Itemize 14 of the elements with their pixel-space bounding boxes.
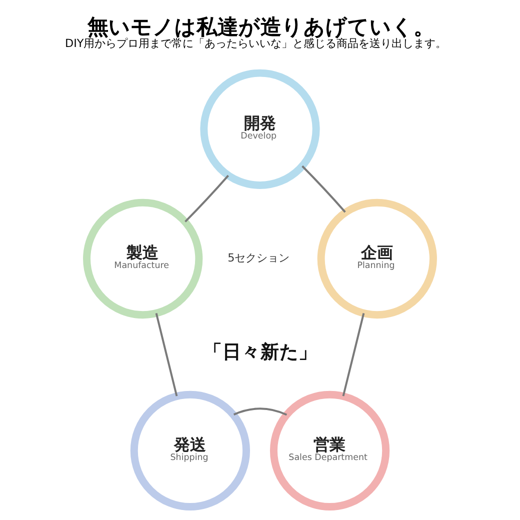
node-circle: 発送 Shipping: [130, 390, 250, 510]
label: 5セクション: [228, 251, 290, 264]
diagram-title: 無いモノは私達が造りあげていく。: [87, 14, 434, 39]
node-circle: 開発 Develop: [200, 69, 320, 189]
connector: [233, 408, 288, 416]
label: 「日々新た」: [203, 342, 318, 363]
node-circle: 営業 Sales Department: [270, 390, 390, 510]
connector: [184, 174, 229, 222]
connector: [342, 313, 365, 396]
connector: [302, 165, 346, 213]
node-circle: 企画 Planning: [317, 198, 437, 319]
connector: [155, 313, 178, 396]
caption: DIY用からプロ用まで常に「あったらいいな」と感じる商品を送り出します。: [64, 37, 447, 50]
node-circle: 製造 Manufacture: [83, 198, 203, 319]
